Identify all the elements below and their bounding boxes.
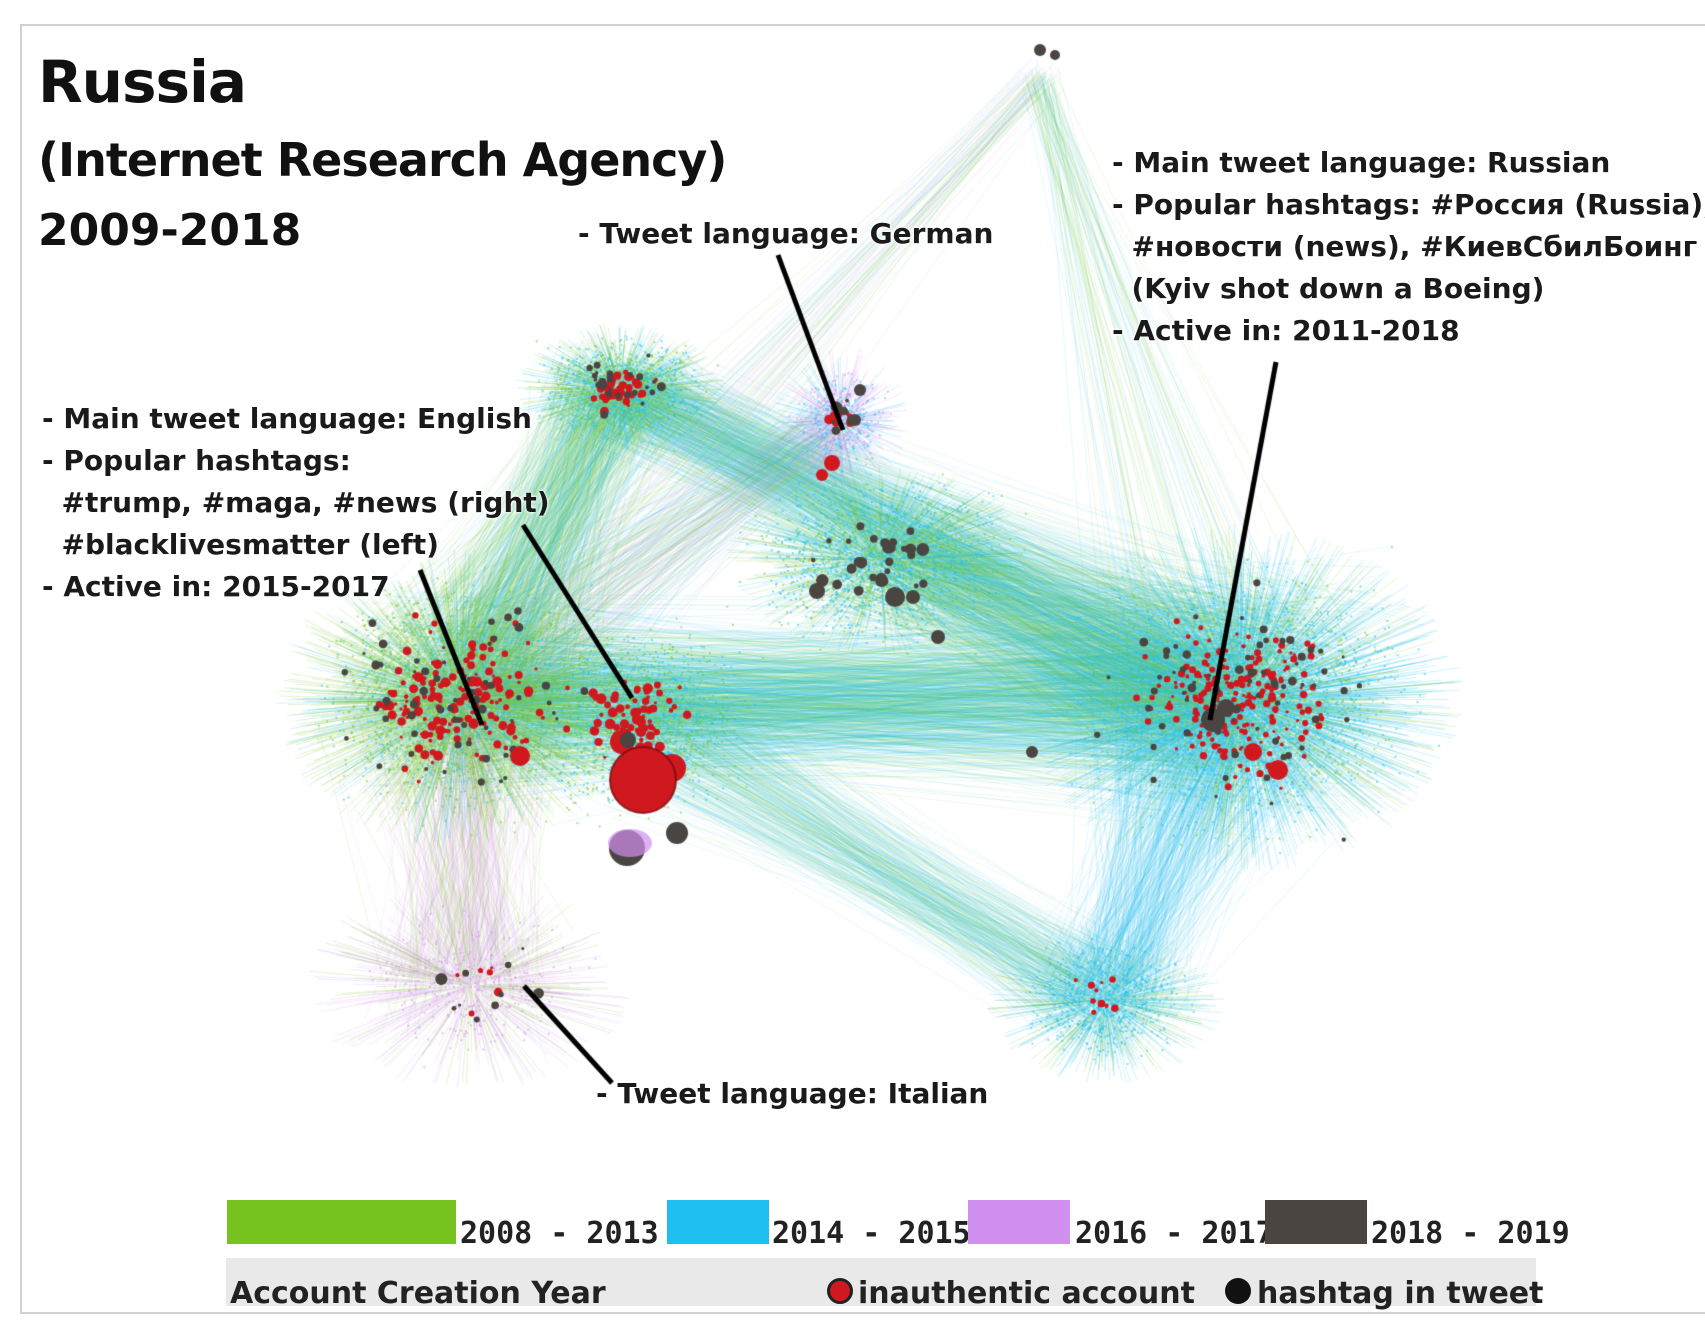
annotation-line: #blacklivesmatter (left)	[42, 528, 439, 561]
legend-label-2008-2013: 2008 - 2013	[460, 1216, 659, 1251]
year-range: 2009-2018	[38, 205, 302, 256]
annotation-english: - Main tweet language: English - Popular…	[42, 398, 550, 608]
annotation-line: (Kyiv shot down a Boeing)	[1112, 272, 1545, 305]
legend-swatch-2018-2019	[1265, 1200, 1367, 1244]
annotation-russian: - Main tweet language: Russian - Popular…	[1112, 142, 1705, 352]
annotation-german: - Tweet language: German	[578, 217, 994, 250]
legend-inauthentic-label: inauthentic account	[858, 1276, 1195, 1311]
legend-label-2018-2019: 2018 - 2019	[1371, 1216, 1570, 1251]
legend-label-2014-2015: 2014 - 2015	[772, 1216, 971, 1251]
legend-swatch-2016-2017	[968, 1200, 1070, 1244]
hashtag-in-tweet-icon	[1225, 1278, 1251, 1304]
page-subtitle: (Internet Research Agency)	[38, 133, 727, 187]
legend-caption: Account Creation Year	[230, 1276, 606, 1311]
inauthentic-account-icon	[827, 1278, 853, 1304]
legend-caption-bar	[226, 1258, 1536, 1306]
legend-hashtag-label: hashtag in tweet	[1257, 1276, 1544, 1311]
page-title: Russia	[38, 48, 247, 116]
annotation-italian: - Tweet language: Italian	[596, 1077, 989, 1110]
legend-label-2016-2017: 2016 - 2017	[1075, 1216, 1274, 1251]
annotation-line: - Popular hashtags: #Россия (Russia),	[1112, 188, 1705, 221]
annotation-line: - Main tweet language: Russian	[1112, 146, 1611, 179]
annotation-line: - Main tweet language: English	[42, 402, 532, 435]
legend-swatch-2008-2013	[227, 1200, 456, 1244]
annotation-line: - Active in: 2011-2018	[1112, 314, 1460, 347]
annotation-line: #новости (news), #КиевСбилБоинг	[1112, 230, 1698, 263]
annotation-line: #trump, #maga, #news (right)	[42, 486, 550, 519]
legend-swatch-2014-2015	[667, 1200, 769, 1244]
annotation-line: - Active in: 2015-2017	[42, 570, 390, 603]
annotation-line: - Popular hashtags:	[42, 444, 351, 477]
